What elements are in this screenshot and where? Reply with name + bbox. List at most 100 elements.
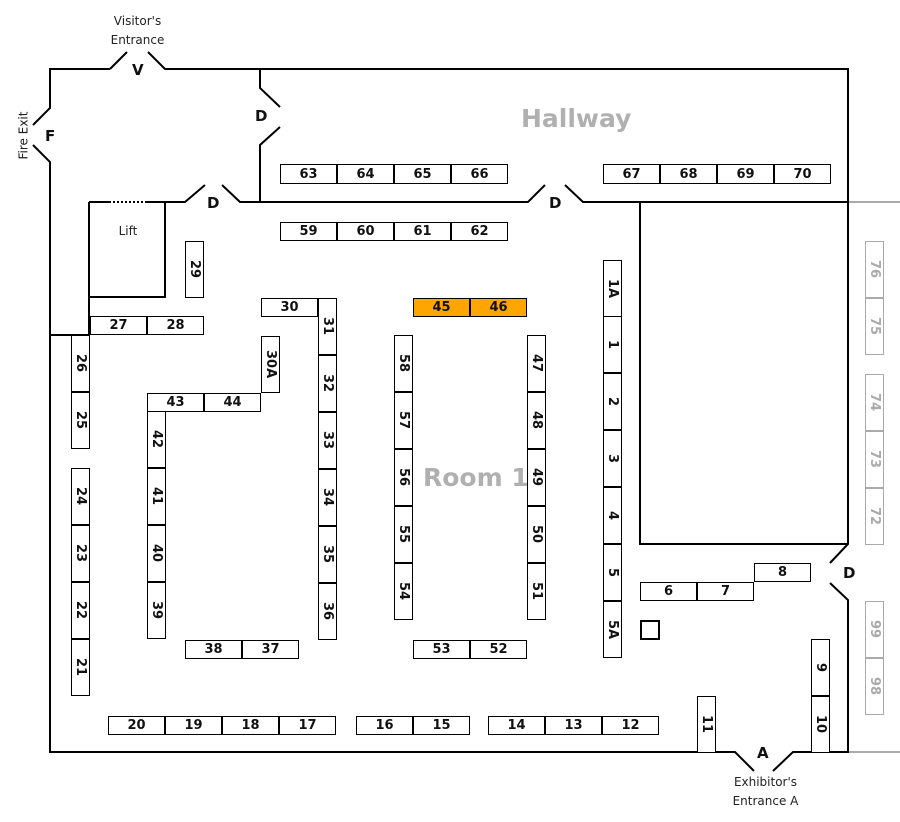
booth-16[interactable]: 16: [356, 716, 413, 735]
visitor-entrance-line1: Visitor's: [113, 14, 162, 28]
booth-33[interactable]: 33: [318, 412, 337, 469]
booth-59[interactable]: 59: [280, 222, 337, 241]
booth-6[interactable]: 6: [640, 582, 697, 601]
booth-69[interactable]: 69: [717, 164, 774, 184]
booth-67[interactable]: 67: [603, 164, 660, 184]
booth-41[interactable]: 41: [147, 468, 166, 525]
booth-38[interactable]: 38: [185, 640, 242, 659]
booth-7[interactable]: 7: [697, 582, 754, 601]
booth-12[interactable]: 12: [602, 716, 659, 735]
booth-39[interactable]: 39: [147, 582, 166, 639]
booth-55[interactable]: 55: [394, 506, 413, 563]
booth-number: 41: [149, 487, 164, 506]
booth-45[interactable]: 45: [413, 298, 470, 317]
booth-47[interactable]: 47: [527, 335, 546, 392]
booth-52[interactable]: 52: [470, 640, 527, 659]
booth-2[interactable]: 2: [603, 373, 622, 430]
booth-26[interactable]: 26: [71, 335, 90, 392]
booth-3[interactable]: 3: [603, 430, 622, 487]
booth-1a[interactable]: 1A: [603, 260, 622, 317]
booth-number: 70: [793, 166, 812, 182]
adjacent-booth-74[interactable]: 74: [865, 374, 884, 431]
booth-22[interactable]: 22: [71, 582, 90, 639]
booth-30a[interactable]: 30A: [261, 336, 280, 393]
booth-5a[interactable]: 5A: [603, 601, 622, 658]
booth-13[interactable]: 13: [545, 716, 602, 735]
booth-number: 21: [73, 658, 88, 677]
booth-14[interactable]: 14: [488, 716, 545, 735]
adjacent-booth-72[interactable]: 72: [865, 488, 884, 545]
booth-56[interactable]: 56: [394, 449, 413, 506]
booth-24[interactable]: 24: [71, 468, 90, 525]
booth-30[interactable]: 30: [261, 298, 318, 317]
booth-42[interactable]: 42: [147, 411, 166, 468]
booth-5[interactable]: 5: [603, 544, 622, 601]
booth-49[interactable]: 49: [527, 449, 546, 506]
booth-53[interactable]: 53: [413, 640, 470, 659]
booth-40[interactable]: 40: [147, 525, 166, 582]
booth-27[interactable]: 27: [90, 316, 147, 335]
booth-46[interactable]: 46: [470, 298, 527, 317]
room-label: Room 1: [423, 463, 529, 492]
booth-15[interactable]: 15: [413, 716, 470, 735]
booth-43[interactable]: 43: [147, 393, 204, 412]
booth-31[interactable]: 31: [318, 298, 337, 355]
booth-34[interactable]: 34: [318, 469, 337, 526]
booth-number: 8: [777, 565, 788, 580]
booth-58[interactable]: 58: [394, 335, 413, 392]
booth-51[interactable]: 51: [527, 563, 546, 620]
booth-10[interactable]: 10: [811, 696, 830, 753]
booth-25[interactable]: 25: [71, 392, 90, 449]
booth-28[interactable]: 28: [147, 316, 204, 335]
booth-54[interactable]: 54: [394, 563, 413, 620]
booth-35[interactable]: 35: [318, 526, 337, 583]
booth-64[interactable]: 64: [337, 164, 394, 184]
booth-60[interactable]: 60: [337, 222, 394, 241]
booth-63[interactable]: 63: [280, 164, 337, 184]
exhibitor-entrance-line2: Entrance A: [732, 794, 799, 808]
booth-62[interactable]: 62: [451, 222, 508, 241]
booth-8[interactable]: 8: [754, 563, 811, 582]
booth-number: 51: [529, 582, 544, 601]
booth-number: 14: [507, 718, 526, 733]
booth-1[interactable]: 1: [603, 316, 622, 373]
booth-number: 55: [396, 525, 411, 544]
door-hallway-left: D: [255, 107, 268, 125]
booth-number: 62: [470, 224, 489, 239]
adjacent-booth-98[interactable]: 98: [865, 658, 884, 715]
booth-44[interactable]: 44: [204, 393, 261, 412]
booth-17[interactable]: 17: [279, 716, 336, 735]
booth-50[interactable]: 50: [527, 506, 546, 563]
adjacent-booth-73[interactable]: 73: [865, 431, 884, 488]
exhibitor-entrance-label: Exhibitor's Entrance A: [718, 773, 813, 811]
booth-36[interactable]: 36: [318, 583, 337, 640]
booth-48[interactable]: 48: [527, 392, 546, 449]
booth-11[interactable]: 11: [697, 696, 716, 753]
booth-number: 40: [149, 544, 164, 563]
booth-23[interactable]: 23: [71, 525, 90, 582]
adjacent-booth-75[interactable]: 75: [865, 298, 884, 355]
booth-57[interactable]: 57: [394, 392, 413, 449]
booth-66[interactable]: 66: [451, 164, 508, 184]
booth-37[interactable]: 37: [242, 640, 299, 659]
booth-number: 69: [736, 166, 755, 182]
booth-4[interactable]: 4: [603, 487, 622, 544]
booth-65[interactable]: 65: [394, 164, 451, 184]
adjacent-booth-76[interactable]: 76: [865, 241, 884, 298]
booth-19[interactable]: 19: [165, 716, 222, 735]
booth-70[interactable]: 70: [774, 164, 831, 184]
booth-18[interactable]: 18: [222, 716, 279, 735]
booth-20[interactable]: 20: [108, 716, 165, 735]
booth-21[interactable]: 21: [71, 639, 90, 696]
booth-number: 16: [375, 718, 394, 733]
booth-32[interactable]: 32: [318, 355, 337, 412]
booth-number: 53: [432, 642, 451, 657]
booth-68[interactable]: 68: [660, 164, 717, 184]
adjacent-booth-99[interactable]: 99: [865, 601, 884, 658]
booth-number: 3: [605, 453, 620, 464]
booth-61[interactable]: 61: [394, 222, 451, 241]
booth-29[interactable]: 29: [185, 241, 204, 298]
booth-number: 28: [166, 318, 185, 333]
booth-9[interactable]: 9: [811, 639, 830, 696]
